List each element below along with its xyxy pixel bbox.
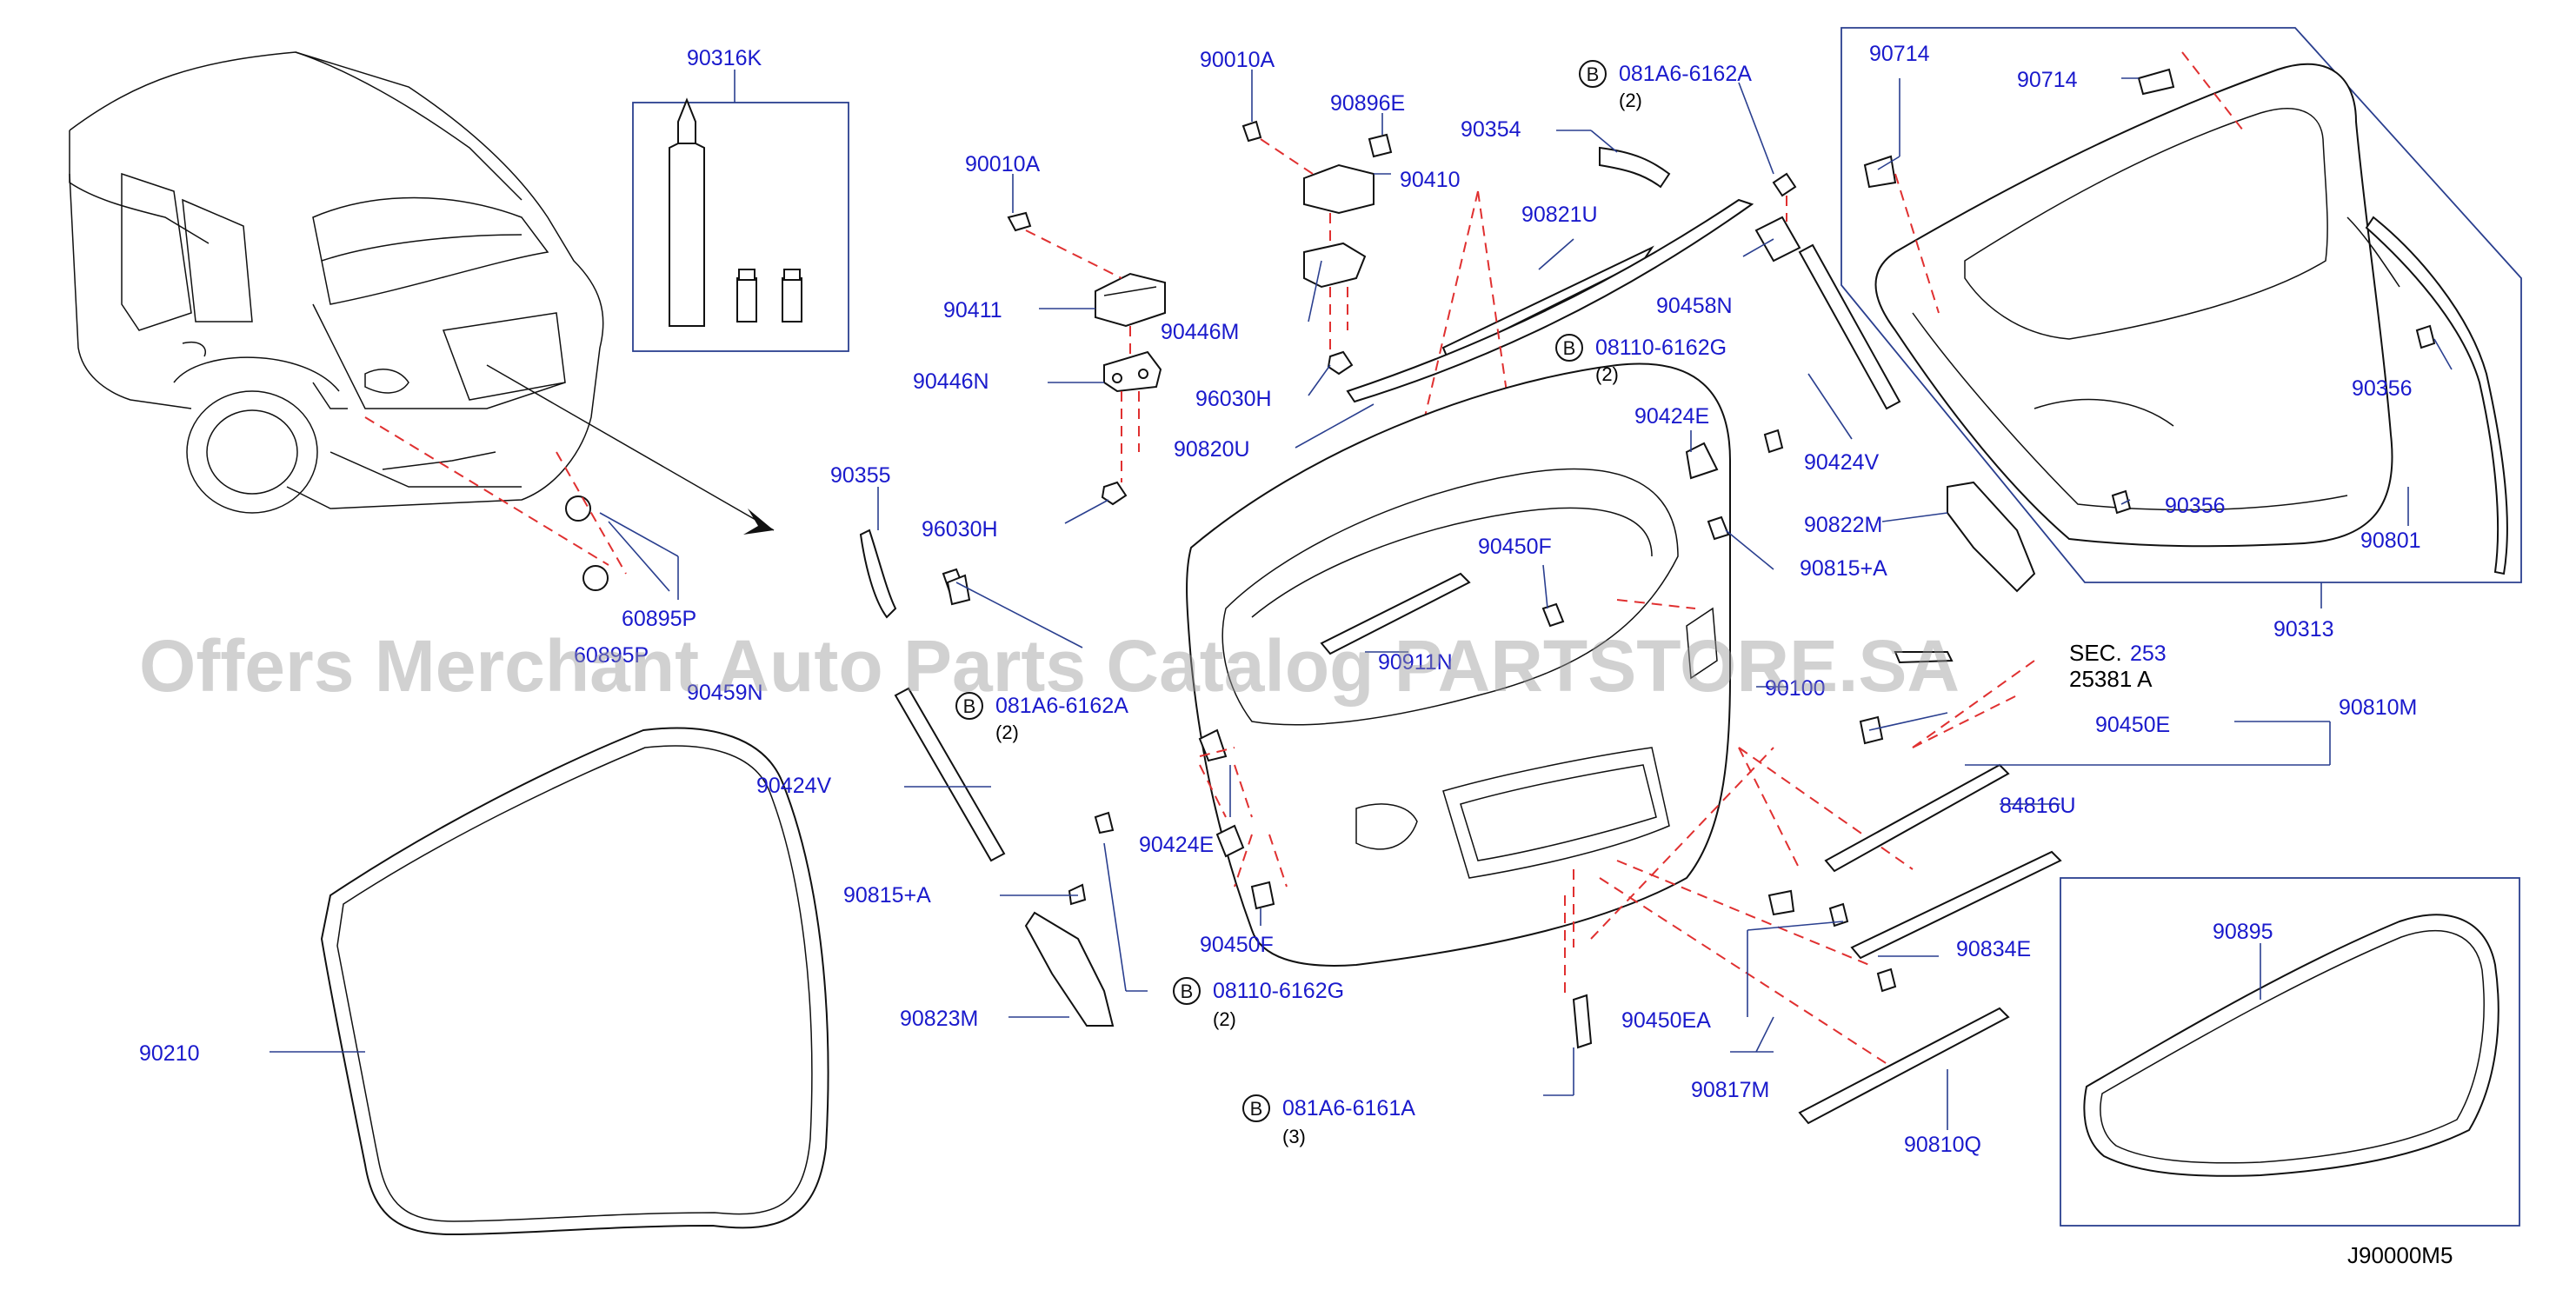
bolt-badge-1 bbox=[1579, 60, 1607, 88]
qty-081a6-6162a-mid: (2) bbox=[995, 721, 1019, 743]
callout-90896e[interactable]: 90896E bbox=[1330, 91, 1405, 116]
weatherstrip bbox=[320, 727, 829, 1236]
part-labels: 90316K 90010A 90896E 90010A 90410 90354 … bbox=[139, 42, 2421, 1157]
callout-60895p-lower[interactable]: 60895P bbox=[574, 643, 649, 668]
callout-081a6-6161a[interactable]: 081A6-6161A bbox=[1282, 1096, 1415, 1120]
callout-90316k[interactable]: 90316K bbox=[687, 46, 762, 70]
callout-90810m[interactable]: 90810M bbox=[2339, 695, 2417, 720]
qty-081a6-6161a: (3) bbox=[1282, 1126, 1306, 1147]
callout-90010a-left[interactable]: 90010A bbox=[965, 152, 1041, 176]
callout-90450f-lower[interactable]: 90450F bbox=[1200, 933, 1274, 957]
car-illustration bbox=[69, 51, 775, 566]
callout-96030h-lower[interactable]: 96030H bbox=[922, 517, 998, 542]
callout-90354[interactable]: 90354 bbox=[1461, 117, 1521, 142]
callout-90815a-upper[interactable]: 90815+A bbox=[1800, 556, 1887, 581]
callout-081a6-6162a-mid[interactable]: 081A6-6162A bbox=[995, 694, 1128, 718]
bolt-badge-1-letter: B bbox=[1587, 63, 1600, 85]
trim-right bbox=[1798, 481, 2062, 1125]
callout-90424v-lower[interactable]: 90424V bbox=[756, 774, 832, 798]
callout-96030h-upper[interactable]: 96030H bbox=[1195, 387, 1272, 411]
callout-90010a-upper[interactable]: 90010A bbox=[1200, 48, 1275, 72]
callout-90100[interactable]: 90100 bbox=[1765, 676, 1826, 701]
callout-90895[interactable]: 90895 bbox=[2213, 920, 2273, 944]
callout-90210[interactable]: 90210 bbox=[139, 1041, 200, 1066]
callout-90450ea[interactable]: 90450EA bbox=[1621, 1008, 1711, 1033]
callout-90459n[interactable]: 90459N bbox=[687, 681, 763, 705]
bolt-badge-4-letter: B bbox=[1181, 981, 1194, 1002]
callout-60895p-upper[interactable]: 60895P bbox=[622, 607, 696, 631]
callout-90313[interactable]: 90313 bbox=[2273, 617, 2334, 642]
callout-90356-upper[interactable]: 90356 bbox=[2352, 376, 2413, 401]
hinge-right bbox=[1241, 120, 1393, 376]
callout-90801[interactable]: 90801 bbox=[2360, 529, 2421, 553]
callout-90446m[interactable]: 90446M bbox=[1161, 320, 1239, 344]
diagram-code: J90000M5 bbox=[2347, 1242, 2453, 1268]
callout-90823m[interactable]: 90823M bbox=[900, 1007, 978, 1031]
spoiler-parts bbox=[1346, 146, 1754, 488]
sec-reference[interactable]: SEC. bbox=[2069, 640, 2122, 666]
qty-081a6-6162a-top: (2) bbox=[1619, 90, 1642, 111]
callout-90820u[interactable]: 90820U bbox=[1174, 437, 1250, 462]
callout-90450e[interactable]: 90450E bbox=[2095, 713, 2170, 737]
callout-08110-6162g-lower[interactable]: 08110-6162G bbox=[1213, 979, 1344, 1003]
callout-90714[interactable]: 90714 bbox=[2017, 68, 2078, 92]
bolt-badge-3 bbox=[955, 692, 983, 720]
callout-90424v-upper[interactable]: 90424V bbox=[1804, 450, 1880, 475]
watermark: Offers Merchant Auto Parts Catalog PARTS… bbox=[139, 625, 1960, 707]
callout-90356-lower[interactable]: 90356 bbox=[2165, 494, 2226, 518]
bolt-badge-5 bbox=[1242, 1094, 1270, 1122]
sec-reference-number[interactable]: 253 bbox=[2130, 642, 2167, 666]
callout-08110-6162g-top[interactable]: 08110-6162G bbox=[1595, 336, 1727, 360]
callout-90815a-lower[interactable]: 90815+A bbox=[843, 883, 931, 908]
callout-90411[interactable]: 90411 bbox=[943, 298, 1002, 322]
molding-kit bbox=[2060, 877, 2520, 1227]
callout-84816u[interactable]: 84816U bbox=[2000, 794, 2076, 818]
glass-assembly bbox=[1840, 27, 2522, 583]
callout-90410[interactable]: 90410 bbox=[1400, 168, 1461, 192]
leader-lines bbox=[270, 70, 2453, 1130]
bolt-badge-5-letter: B bbox=[1250, 1098, 1263, 1120]
callout-90424e-lower[interactable]: 90424E bbox=[1139, 833, 1214, 857]
callout-90424e-upper[interactable]: 90424E bbox=[1634, 404, 1709, 429]
trim-left bbox=[1024, 747, 1245, 1027]
qty-08110-6162g-lower: (2) bbox=[1213, 1008, 1236, 1030]
hinge-left bbox=[1007, 211, 1166, 506]
callout-90714-upper[interactable]: 90714 bbox=[1869, 42, 1930, 66]
callout-90810q[interactable]: 90810Q bbox=[1904, 1133, 1981, 1157]
qty-08110-6162g-top: (2) bbox=[1595, 363, 1619, 385]
sealant-kit bbox=[632, 70, 849, 352]
callout-90911n[interactable]: 90911N bbox=[1378, 650, 1453, 675]
callout-90821u[interactable]: 90821U bbox=[1521, 203, 1598, 227]
bolt-badge-3-letter: B bbox=[963, 695, 976, 717]
callout-90446n[interactable]: 90446N bbox=[913, 369, 989, 394]
back-door-panel bbox=[1186, 362, 1914, 1070]
bolt-badge-4 bbox=[1173, 977, 1201, 1005]
sec-reference-part[interactable]: 25381 A bbox=[2069, 666, 2153, 692]
gas-strut-right bbox=[1754, 172, 1901, 410]
callout-90822m[interactable]: 90822M bbox=[1804, 513, 1882, 537]
callout-90817m[interactable]: 90817M bbox=[1691, 1078, 1769, 1102]
callout-90355[interactable]: 90355 bbox=[830, 463, 891, 488]
callout-90450f-upper[interactable]: 90450F bbox=[1478, 535, 1552, 559]
callout-90458n[interactable]: 90458N bbox=[1656, 294, 1733, 318]
bolt-badge-2 bbox=[1555, 334, 1583, 362]
callout-90834e[interactable]: 90834E bbox=[1956, 937, 2031, 961]
callout-081a6-6162a-top[interactable]: 081A6-6162A bbox=[1619, 62, 1752, 86]
bolt-badge-2-letter: B bbox=[1563, 337, 1576, 359]
